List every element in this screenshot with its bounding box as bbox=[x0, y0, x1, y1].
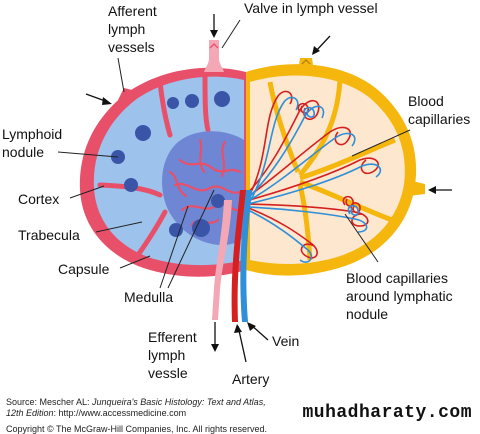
trabecula-label: Trabecula bbox=[18, 227, 80, 243]
blood-capillaries-label-line1: Blood bbox=[408, 93, 444, 109]
blood-capillaries-label-line2: capillaries bbox=[408, 111, 470, 127]
capillaries-around-nodule-line3: nodule bbox=[346, 306, 388, 322]
afferent-vessel-left bbox=[118, 88, 132, 102]
vein-vessel bbox=[240, 190, 252, 322]
arrow-icon bbox=[312, 35, 331, 55]
valve-label: Valve in lymph vessel bbox=[244, 0, 378, 16]
hilum-vessels bbox=[212, 190, 252, 322]
cortex-label: Cortex bbox=[18, 191, 59, 207]
edition-text: 12th Edition bbox=[6, 408, 54, 418]
arrow-icon bbox=[234, 324, 247, 363]
efferent-vessel bbox=[212, 200, 232, 320]
copyright-notice: Copyright © The McGraw-Hill Companies, I… bbox=[6, 424, 268, 434]
source-citation: Source: Mescher AL: Junqueira's Basic Hi… bbox=[6, 397, 266, 407]
efferent-label-line2: lymph bbox=[148, 347, 185, 363]
source-edition: 12th Edition: http://www.accessmedicine.… bbox=[6, 408, 186, 418]
capillaries-around-nodule-line1: Blood capillaries bbox=[346, 270, 448, 286]
arrow-icon bbox=[210, 14, 218, 38]
lymphoid-nodules bbox=[111, 91, 230, 237]
artery-label: Artery bbox=[232, 371, 269, 387]
medulla-label: Medulla bbox=[124, 289, 173, 305]
blood-capillaries bbox=[245, 90, 382, 263]
trabeculae-right bbox=[267, 79, 396, 261]
efferent-label-line3: vessle bbox=[148, 365, 188, 381]
arrow-icon bbox=[428, 186, 452, 194]
arrow-icon bbox=[211, 322, 219, 352]
capillaries-around-nodule-line2: around lymphatic bbox=[346, 288, 453, 304]
flow-arrows bbox=[85, 14, 452, 363]
site-watermark: muhadharaty.com bbox=[302, 403, 472, 423]
lymphoid-label-line1: Lymphoid bbox=[2, 126, 62, 142]
afferent-label-line3: vessels bbox=[108, 39, 155, 55]
vein-label: Vein bbox=[272, 333, 299, 349]
source-title: Junqueira's Basic Histology: Text and At… bbox=[92, 397, 266, 407]
afferent-vessel-right bbox=[403, 180, 425, 196]
afferent-vessels bbox=[118, 40, 425, 196]
source-prefix: Source: Mescher AL: bbox=[6, 397, 93, 407]
lymphoid-label-line2: nodule bbox=[2, 144, 44, 160]
lymph-node bbox=[79, 64, 417, 277]
source-url: : http://www.accessmedicine.com bbox=[53, 408, 187, 418]
afferent-vessel-top bbox=[204, 40, 224, 72]
labels: Afferent lymph vessels Valve in lymph ve… bbox=[2, 0, 470, 387]
artery-vessel bbox=[231, 190, 246, 322]
leader-lines bbox=[57, 19, 411, 289]
afferent-label-line1: Afferent bbox=[108, 3, 157, 19]
arrow-icon bbox=[247, 322, 269, 341]
efferent-label-line1: Efferent bbox=[148, 329, 197, 345]
afferent-label-line2: lymph bbox=[108, 21, 145, 37]
afferent-vessel-yellow-top bbox=[298, 58, 314, 72]
capsule-label: Capsule bbox=[58, 261, 110, 277]
arrow-icon bbox=[85, 93, 112, 105]
